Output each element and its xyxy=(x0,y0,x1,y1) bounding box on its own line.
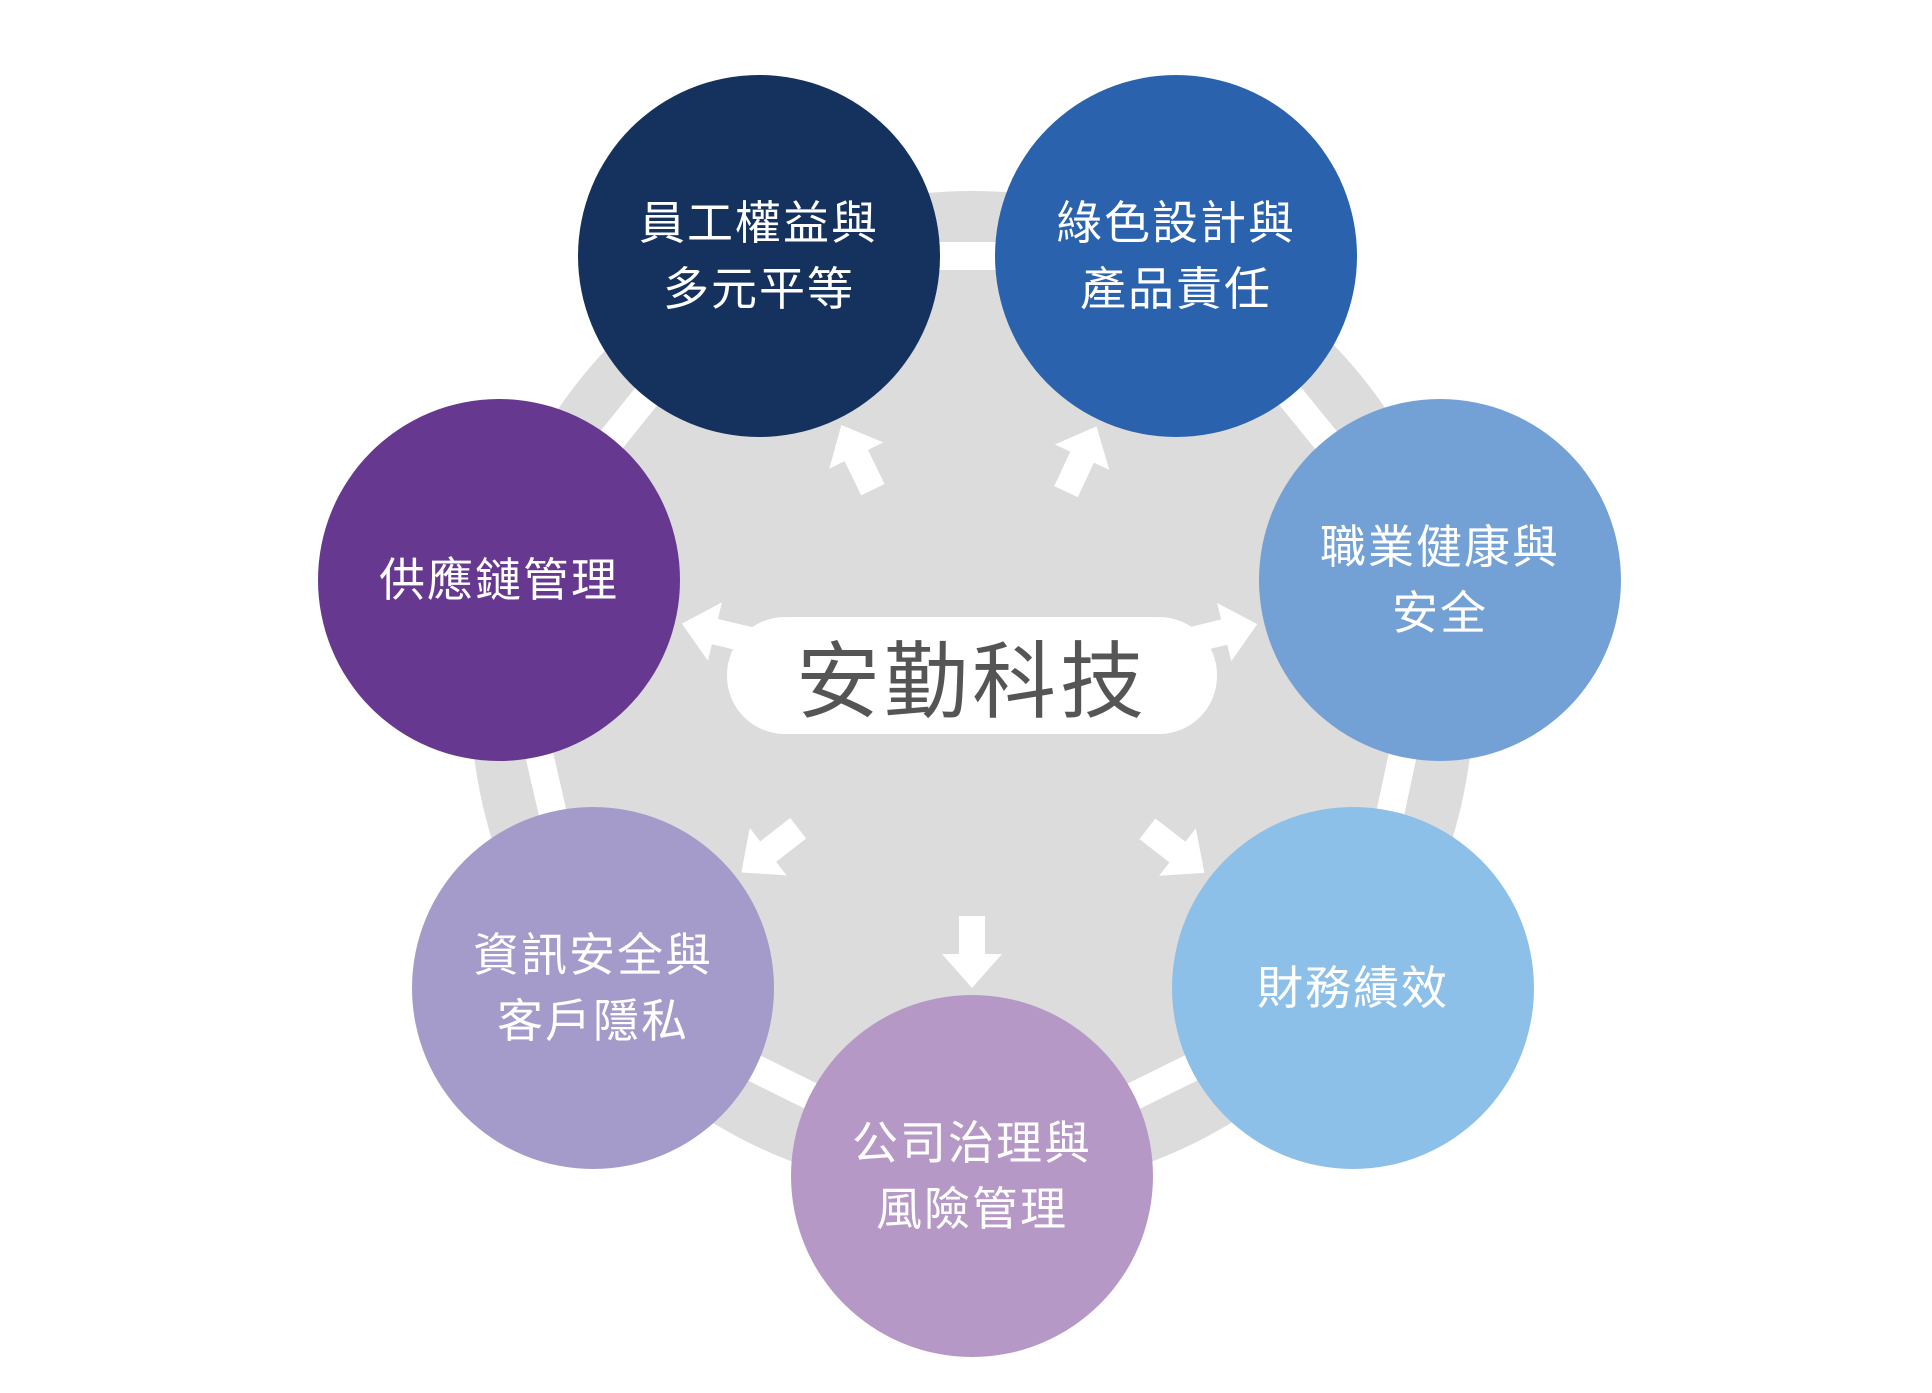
node-text: 職業健康與 xyxy=(1320,520,1560,574)
node-text: 供應鏈管理 xyxy=(379,553,619,607)
node-supply-chain: 供應鏈管理 xyxy=(318,399,680,761)
node-text: 產品責任 xyxy=(1080,262,1272,316)
node-employee-rights: 員工權益與 多元平等 xyxy=(578,75,940,437)
node-text: 多元平等 xyxy=(663,262,855,316)
node-text: 員工權益與 xyxy=(639,196,879,250)
node-text: 資訊安全與 xyxy=(473,928,713,982)
node-text: 風險管理 xyxy=(876,1182,1068,1236)
node-text: 公司治理與 xyxy=(852,1116,1092,1170)
node-text: 安全 xyxy=(1392,586,1488,640)
arrow-icon xyxy=(942,916,1002,988)
node-corporate-governance: 公司治理與 風險管理 xyxy=(791,995,1153,1357)
node-text: 客戶隱私 xyxy=(497,994,689,1048)
center-company-label: 安勤科技 xyxy=(727,617,1217,734)
node-financial-performance: 財務績效 xyxy=(1172,807,1534,1169)
center-label-text: 安勤科技 xyxy=(795,633,1148,731)
node-occupational-health: 職業健康與 安全 xyxy=(1259,399,1621,761)
arrow-icon xyxy=(829,424,885,496)
node-text: 綠色設計與 xyxy=(1056,196,1296,250)
node-green-design: 綠色設計與 產品責任 xyxy=(995,75,1357,437)
arrow-icon xyxy=(1054,426,1110,498)
arrow-icon xyxy=(741,818,807,876)
node-text: 財務績效 xyxy=(1257,961,1449,1015)
node-information-security: 資訊安全與 客戶隱私 xyxy=(412,807,774,1169)
arrow-icon xyxy=(1139,818,1205,876)
